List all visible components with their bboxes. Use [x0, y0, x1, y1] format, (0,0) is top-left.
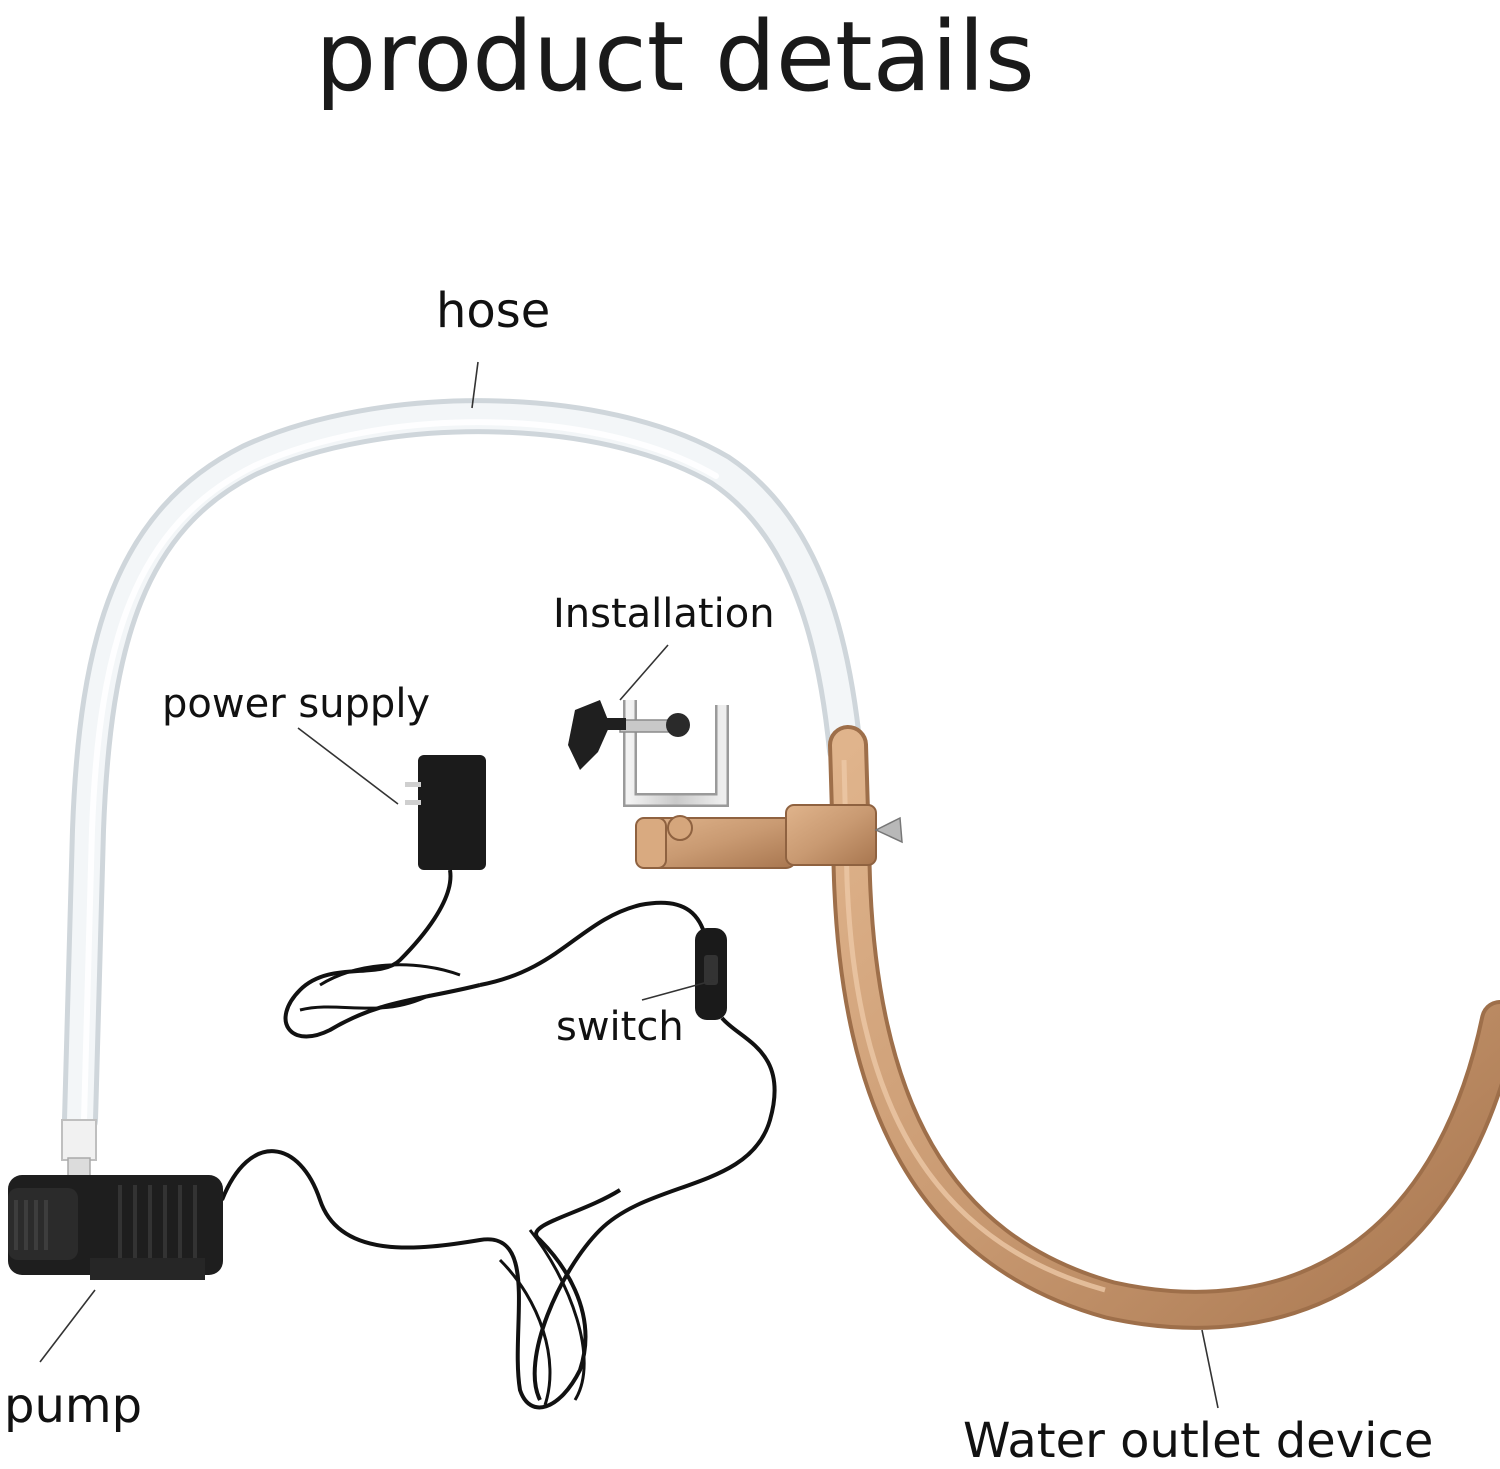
leader-line-water-outlet: [1201, 1329, 1219, 1409]
page-title: product details: [315, 1, 1035, 113]
leader-line-pump: [39, 1289, 96, 1363]
leader-line-switch: [641, 979, 716, 1001]
pump: [8, 1119, 223, 1280]
power-supply-adapter: [283, 755, 486, 1039]
label-water-outlet-device: Water outlet device: [963, 1413, 1434, 1469]
outlet-fitting: [635, 804, 903, 869]
leader-line-hose: [471, 361, 479, 409]
label-hose: hose: [436, 283, 551, 339]
label-installation: Installation: [553, 591, 775, 637]
water-outlet-tube: [828, 725, 1500, 1330]
switch-cable: [479, 900, 777, 1401]
label-switch: switch: [556, 1004, 684, 1050]
leader-lines: [39, 361, 1219, 1409]
leader-line-installation: [619, 644, 669, 701]
pump-cable: [220, 1149, 622, 1410]
installation-clamp: [568, 700, 729, 807]
hose: [62, 398, 863, 1138]
leader-line-power-supply: [297, 727, 399, 805]
label-pump: pump: [4, 1378, 143, 1434]
label-power-supply: power supply: [162, 681, 431, 727]
